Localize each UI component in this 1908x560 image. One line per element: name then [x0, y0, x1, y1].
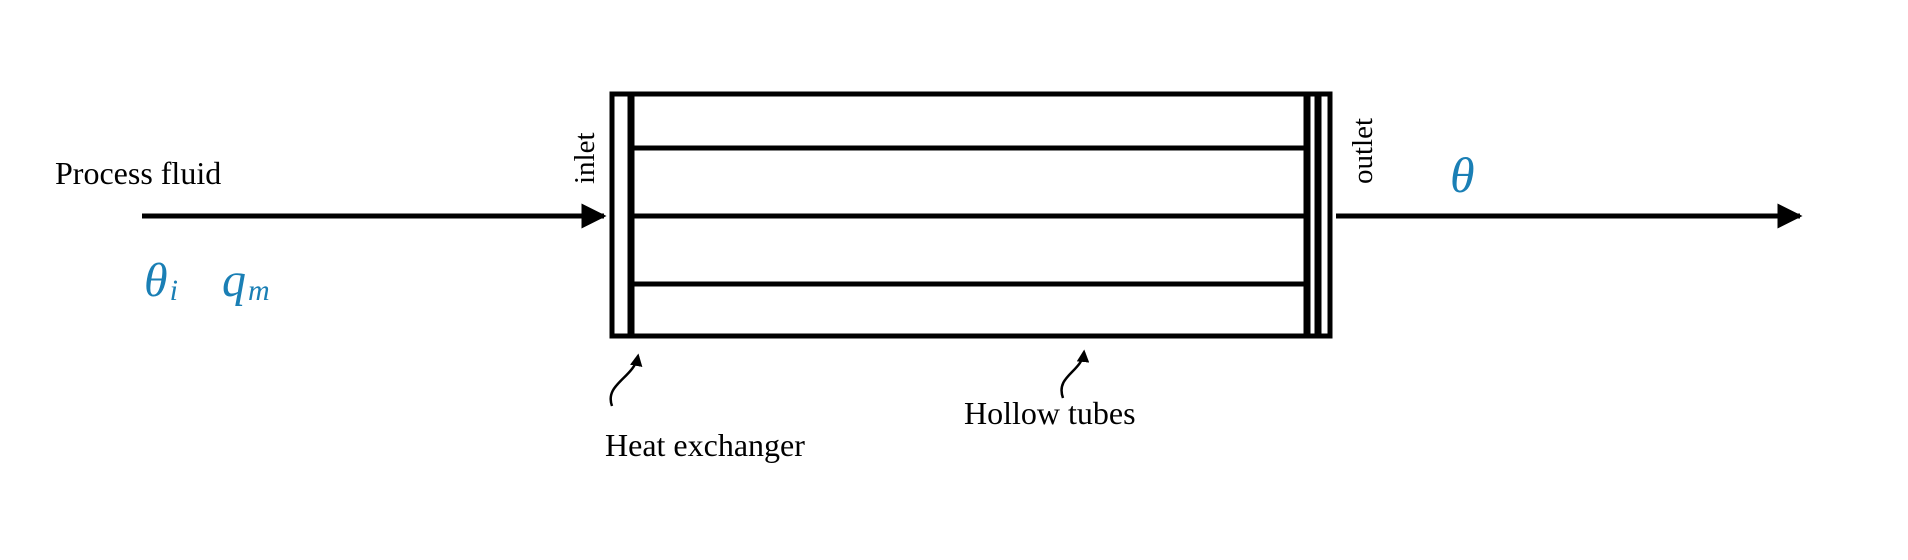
- mass-flow-q: q: [222, 254, 246, 307]
- mass-flow-subscript: m: [248, 274, 270, 307]
- heat-exchanger-label: Heat exchanger: [605, 427, 805, 463]
- inlet-label: inlet: [569, 132, 601, 184]
- process-fluid-label: Process fluid: [55, 155, 221, 191]
- outlet-temperature-symbol: θ: [1450, 147, 1475, 203]
- heat-exchanger-body: [609, 91, 1333, 339]
- hollow-tubes-label: Hollow tubes: [964, 395, 1136, 431]
- mass-flow-symbol: qm: [222, 254, 270, 307]
- inlet-temperature-theta: θ: [144, 254, 168, 307]
- hollow-tubes-pointer-icon: [1060, 349, 1090, 399]
- inlet-temperature-symbol: θi: [144, 254, 178, 307]
- heat-exchanger-pointer-icon: [609, 353, 643, 407]
- inlet-temperature-subscript: i: [170, 274, 178, 307]
- outlet-label: outlet: [1347, 118, 1379, 184]
